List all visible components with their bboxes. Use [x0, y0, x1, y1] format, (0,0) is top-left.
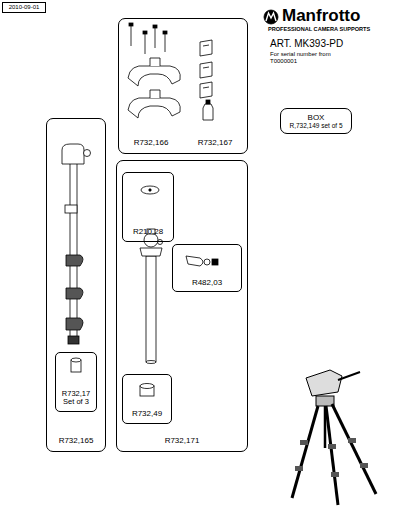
part-number: R732,49 [132, 409, 162, 418]
part-number: R732,166 [134, 138, 169, 147]
part-number: R732,171 [165, 436, 200, 445]
part-number: R482,03 [192, 278, 222, 287]
screws [129, 23, 167, 54]
serial-note: For serial number from T0000001 [270, 51, 332, 64]
part-box: R482,03 [172, 244, 242, 292]
logo-glyph [266, 13, 276, 21]
article-number: ART. MK393-PD [270, 38, 343, 49]
center-column [140, 229, 163, 364]
disc [141, 186, 159, 194]
brand-name: Manfrotto [282, 7, 360, 26]
brand-tagline: PROFESSIONAL CAMERA SUPPORTS [268, 26, 370, 32]
part-number: R210,28 [133, 227, 163, 236]
leg-nut [71, 358, 81, 372]
tripod-leg [62, 144, 91, 344]
lever [186, 256, 218, 266]
leg-assembly-frame: R732,165 R732,17 Set of 3 [46, 118, 106, 452]
part-number: R732,167 [198, 138, 233, 147]
part-box: R210,28 [122, 172, 174, 242]
part-number: R,732,149 set of 5 [289, 122, 342, 129]
logo-mark [264, 10, 278, 24]
leg-clamp [128, 58, 180, 118]
ring [140, 384, 154, 397]
part-box: R732,49 [122, 374, 172, 424]
part-number: R732,17 Set of 3 [59, 390, 93, 407]
box-note: BOXR,732,149 set of 5 [280, 108, 352, 134]
part-number: 2010-09-01 [9, 4, 40, 11]
parts-group-frame: R732,166 R732,167 [118, 18, 248, 154]
date-box: 2010-09-01 [2, 2, 46, 13]
part-number: BOX [308, 113, 325, 122]
column-assembly-frame: R732,171 R210,28R482,03R732,49 [116, 160, 248, 452]
part-number: R732,165 [59, 436, 94, 445]
leg-lock-plates [200, 40, 213, 120]
part-box: R732,17 Set of 3 [55, 352, 97, 412]
tripod-assembled [292, 370, 376, 505]
